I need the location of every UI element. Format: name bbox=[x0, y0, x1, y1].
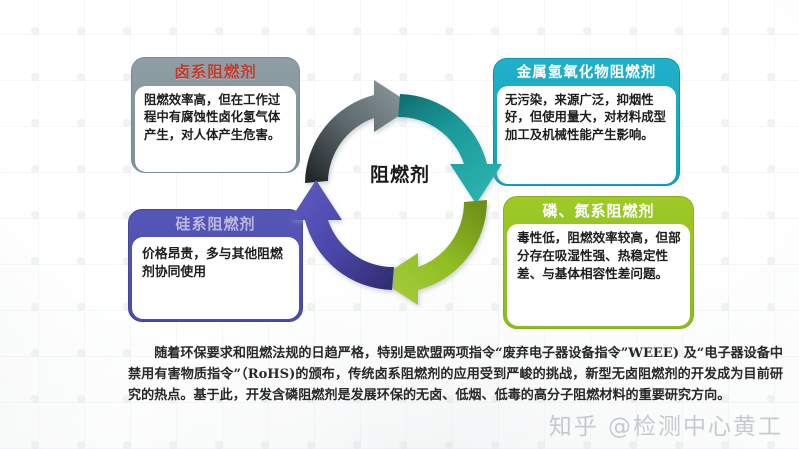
body-paragraph: 随着环保要求和阻燃法规的日趋严格，特别是欧盟两项指令“废弃电子器设备指令”WEE… bbox=[128, 346, 783, 404]
card-phosphorus-nitrogen-body: 毒性低，阻燃效率较高，但部分存在吸湿性强、热稳定性差、与基体相容性差问题。 bbox=[507, 224, 690, 327]
green-arrow bbox=[378, 200, 488, 305]
card-silicon-flame-retardant[interactable]: 硅系阻燃剂 价格昂贵，多与其他阻燃剂协同使用 bbox=[128, 209, 303, 322]
card-halogen-flame-retardant[interactable]: 卤系阻燃剂 阻燃效率高，但在工作过程中有腐蚀性卤化氢气体产生，对人体产生危害。 bbox=[131, 57, 300, 173]
cycle-arrows-graphic bbox=[290, 80, 502, 305]
purple-arrow bbox=[290, 180, 394, 290]
card-metal-hydroxide-title: 金属氢氧化物阻燃剂 bbox=[516, 65, 657, 81]
teal-arrow bbox=[398, 94, 502, 204]
cycle-center-label: 阻燃剂 bbox=[369, 164, 430, 186]
cycle-diagram: 阻燃剂 bbox=[288, 78, 504, 308]
card-phosphorus-nitrogen-flame-retardant[interactable]: 磷、氮系阻燃剂 毒性低，阻燃效率较高，但部分存在吸湿性强、热稳定性差、与基体相容… bbox=[503, 196, 694, 329]
card-halogen-body: 阻燃效率高，但在工作过程中有腐蚀性卤化氢气体产生，对人体产生危害。 bbox=[135, 85, 296, 172]
watermark-text: 知乎 @检测中心黄工 bbox=[548, 414, 783, 440]
card-silicon-body: 价格昂贵，多与其他阻燃剂协同使用 bbox=[132, 237, 299, 320]
card-metal-hydroxide-flame-retardant[interactable]: 金属氢氧化物阻燃剂 无污染，来源广泛，抑烟性好，但使用量大，对材料成型加工及机械… bbox=[493, 58, 680, 186]
card-halogen-title: 卤系阻燃剂 bbox=[174, 63, 257, 81]
card-metal-hydroxide-body: 无污染，来源广泛，抑烟性好，但使用量大，对材料成型加工及机械性能产生影响。 bbox=[497, 85, 676, 184]
card-silicon-title: 硅系阻燃剂 bbox=[175, 215, 256, 233]
card-phosphorus-nitrogen-title: 磷、氮系阻燃剂 bbox=[542, 202, 655, 220]
gray-arrow bbox=[305, 80, 414, 183]
